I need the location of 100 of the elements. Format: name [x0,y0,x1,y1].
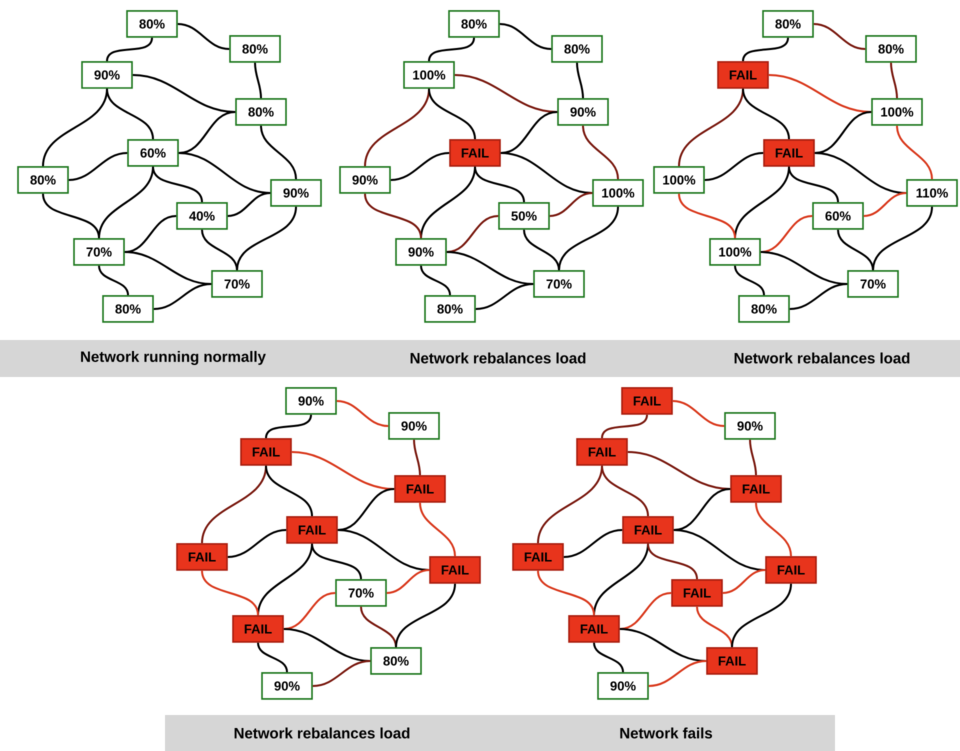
connector-line [647,544,698,580]
connector-line [537,570,595,616]
connector-line [201,230,238,270]
connector-line [236,206,297,270]
connector-line [731,584,792,648]
node-box: 90% [395,238,447,266]
node-box: 80% [126,10,178,38]
node-box: 90% [724,412,776,440]
connector-line [564,528,622,558]
connector-line [390,152,450,181]
failed-node-box: FAIL [176,543,228,571]
connector-line [678,194,736,238]
connector-line [582,126,619,180]
connector-line [896,126,933,180]
connector-line [500,23,552,50]
connector-line [864,192,906,217]
connector-line [500,111,558,154]
node-box: 110% [906,179,958,207]
connector-line [257,544,313,616]
failed-node-box: FAIL [232,615,284,643]
connector-line [395,584,456,648]
failed-node-box: FAIL [671,579,723,607]
node-box: 70% [533,270,585,298]
connector-line [558,206,619,270]
node-box: 70% [335,579,387,607]
connector-line [254,62,262,98]
failed-node-box: FAIL [512,543,564,571]
node-box: 80% [235,98,287,126]
connector-line [360,606,397,648]
node-box: 90% [339,166,391,194]
failed-node-box: FAIL [568,615,620,643]
caption: Network rebalances load [734,352,910,364]
connector-line [68,152,128,181]
connector-line [760,215,812,253]
node-box: 70% [847,270,899,298]
connector-line [284,592,336,630]
connector-line [734,266,765,296]
connector-line [260,126,297,180]
connector-line [42,194,100,238]
connector-line [576,62,584,98]
caption: Network fails [620,727,712,738]
failed-node-box: FAIL [429,556,481,584]
caption: Network rebalances load [234,727,410,738]
connector-line [312,660,370,687]
node-box: 90% [285,387,337,415]
connector-line [696,606,733,648]
connector-line [106,88,154,140]
connector-line [257,642,288,672]
node-box: 100% [403,61,455,89]
failed-node-box: FAIL [286,516,338,544]
connector-line [413,440,421,476]
failed-node-box: FAIL [622,516,674,544]
failed-node-box: FAIL [621,387,673,415]
node-box: 80% [448,10,500,38]
connector-line [523,230,560,270]
connector-line [476,282,534,310]
node-box: 80% [738,295,790,323]
node-box: 80% [102,295,154,323]
connector-line [228,192,270,217]
connector-line [364,194,422,238]
node-box: 100% [871,98,923,126]
connector-line [755,502,792,556]
connector-line [265,466,313,516]
node-box: 90% [597,672,649,700]
connector-line [228,528,286,558]
node-box: 100% [592,179,644,207]
node-box: 70% [73,238,125,266]
connector-line [336,400,388,427]
connector-line [178,23,230,50]
node-box: 40% [176,202,228,230]
node-box: 70% [211,270,263,298]
failed-node-box: FAIL [240,438,292,466]
caption: Network running normally [81,350,266,366]
node-box: 100% [653,166,705,194]
connector-line [201,570,259,616]
node-box: 80% [424,295,476,323]
connector-line [648,660,706,687]
connector-line [98,266,129,296]
connector-line [620,592,672,630]
connector-line [814,111,872,154]
node-box: 60% [127,139,179,167]
connector-line [674,488,730,531]
failed-node-box: FAIL [765,556,817,584]
failed-node-box: FAIL [717,61,769,89]
node-box: 80% [229,35,281,63]
connector-line [742,88,790,140]
connector-line [152,166,203,202]
node-box: 80% [865,35,917,63]
connector-line [428,88,476,140]
connector-line [154,282,212,310]
connector-line [311,544,362,580]
connector-line [790,282,848,310]
connector-line [124,215,176,253]
connector-line [672,400,724,427]
connector-line [890,62,898,98]
connector-line [601,466,649,516]
connector-line [178,111,236,154]
node-box: 90% [270,179,322,207]
node-box: 80% [762,10,814,38]
connector-line [419,502,456,556]
